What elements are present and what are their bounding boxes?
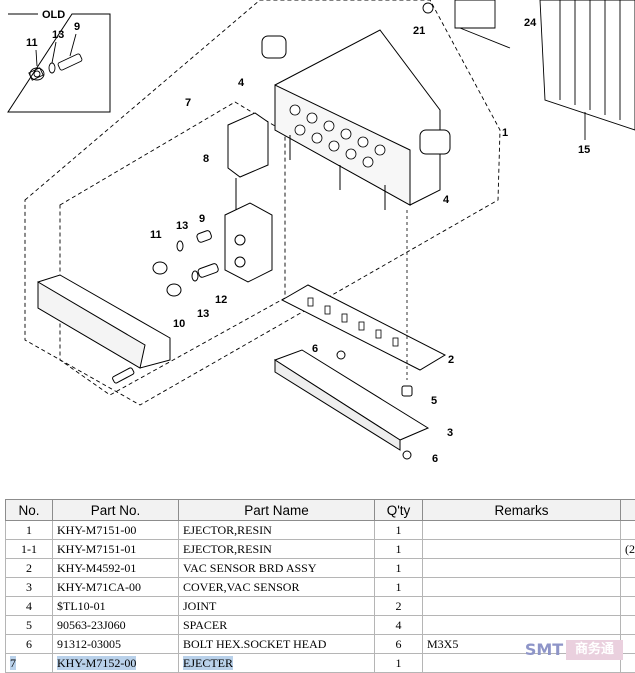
callout-7: 7 xyxy=(185,97,191,109)
callout-15: 15 xyxy=(578,144,590,156)
assembly-1-boundary xyxy=(24,0,501,406)
valve-manifold xyxy=(261,29,451,210)
callout-13-top: 13 xyxy=(176,220,188,232)
watermark-logo: SMT 商务通 xyxy=(522,638,623,662)
callout-12: 12 xyxy=(215,294,227,306)
table-row[interactable]: 3 KHY-M71CA-00 COVER,VAC SENSOR 1 xyxy=(5,577,635,597)
callout-13-bottom: 13 xyxy=(197,308,209,320)
table-row[interactable]: 1 KHY-M7151-00 EJECTOR,RESIN 1 xyxy=(5,520,635,540)
callout-24: 24 xyxy=(524,17,537,29)
table-row[interactable]: 2 KHY-M4592-01 VAC SENSOR BRD ASSY 1 xyxy=(5,558,635,578)
ejector-bracket xyxy=(37,274,171,384)
vac-sensor-cover xyxy=(273,210,430,460)
callout-9: 9 xyxy=(199,213,205,225)
table-row-selected[interactable]: 7 KHY-M7152-00 EJECTER 1 xyxy=(5,653,635,673)
callout-4-right: 4 xyxy=(443,194,450,206)
table-row[interactable]: 5 90563-23J060 SPACER 4 xyxy=(5,615,635,635)
table-header-row: No. Part No. Part Name Q'ty Remarks xyxy=(5,499,635,521)
table-row[interactable]: 4 $TL10-01 JOINT 2 xyxy=(5,596,635,616)
col-header-remarks: Remarks xyxy=(422,499,621,521)
exploded-parts-diagram: OLD 11 13 9 4 4 1 xyxy=(7,0,635,465)
callout-9-old: 9 xyxy=(74,21,80,33)
ejector-block xyxy=(152,112,273,297)
cartridge-rack xyxy=(422,0,635,140)
col-header-no: No. xyxy=(5,499,53,521)
table-row[interactable]: 1-1 KHY-M7151-01 EJECTOR,RESIN 1 (2 xyxy=(5,539,635,559)
callout-11: 11 xyxy=(150,229,162,241)
callout-6-top: 6 xyxy=(312,343,318,355)
col-header-part-no: Part No. xyxy=(52,499,179,521)
callout-10: 10 xyxy=(173,318,185,330)
parts-list-table: No. Part No. Part Name Q'ty Remarks 1 KH… xyxy=(5,499,635,673)
inset-title: OLD xyxy=(42,9,65,21)
callout-8: 8 xyxy=(203,153,209,165)
callout-3: 3 xyxy=(447,427,453,439)
col-header-extra xyxy=(620,499,635,521)
callout-6-bottom: 6 xyxy=(432,453,438,465)
callout-13-old: 13 xyxy=(52,29,64,41)
col-header-part-name: Part Name xyxy=(178,499,375,521)
watermark-right: 商务通 xyxy=(566,640,623,660)
callout-5: 5 xyxy=(431,395,437,407)
callout-2: 2 xyxy=(448,354,454,366)
callout-11-old: 11 xyxy=(26,37,38,49)
callout-4-top: 4 xyxy=(238,77,245,89)
vac-sensor-board xyxy=(280,284,447,371)
watermark-left: SMT xyxy=(524,640,564,659)
callout-1: 1 xyxy=(502,127,508,139)
old-parts-inset xyxy=(7,13,111,113)
callout-21: 21 xyxy=(413,25,425,37)
col-header-qty: Q'ty xyxy=(374,499,423,521)
